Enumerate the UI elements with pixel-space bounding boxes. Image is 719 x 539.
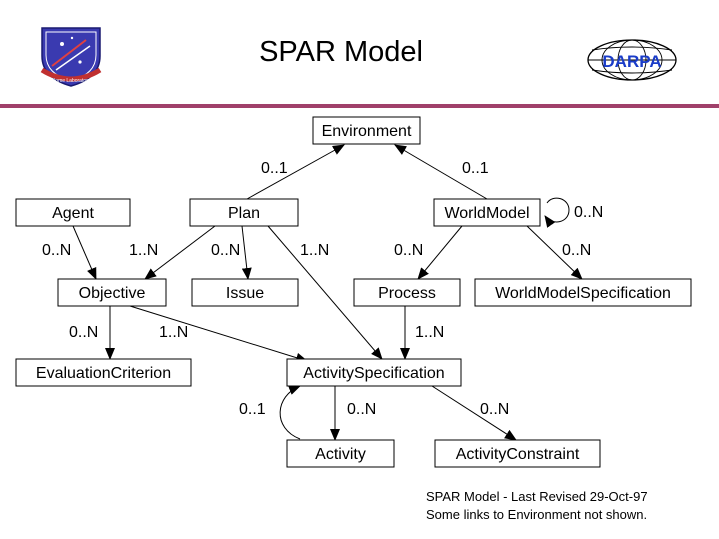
label-worldmodel-process: 0..N bbox=[394, 242, 423, 259]
edge-worldmodel-process bbox=[417, 225, 463, 280]
node-activity-label: Activity bbox=[315, 446, 366, 463]
node-plan-label: Plan bbox=[228, 205, 260, 222]
label-activity-activityspec: 0..1 bbox=[239, 401, 266, 418]
darpa-logo: DARPA bbox=[587, 39, 677, 81]
node-worldmodelspecification: WorldModelSpecification bbox=[474, 278, 692, 307]
edge-plan-environment bbox=[246, 144, 345, 200]
node-issue: Issue bbox=[191, 278, 299, 307]
label-agent-objective: 0..N bbox=[42, 242, 71, 259]
edge-agent-objective bbox=[72, 225, 97, 280]
label-plan-environment: 0..1 bbox=[261, 160, 288, 177]
label-worldmodel-worldmodelspec: 0..N bbox=[562, 242, 591, 259]
edge-objective-activityspec bbox=[129, 305, 308, 363]
node-process: Process bbox=[353, 278, 461, 307]
label-process-activityspec: 1..N bbox=[415, 324, 444, 341]
node-objective: Objective bbox=[57, 278, 167, 307]
edge-plan-issue bbox=[241, 225, 252, 280]
label-objective-activityspec: 1..N bbox=[159, 324, 188, 341]
edge-activity-activityspec bbox=[279, 385, 301, 440]
footer-line-1: SPAR Model - Last Revised 29-Oct-97 bbox=[426, 489, 648, 504]
edge-worldmodel-worldmodelspec bbox=[526, 225, 583, 280]
footer-note: SPAR Model - Last Revised 29-Oct-97 Some… bbox=[426, 488, 648, 524]
label-activityspec-activityconstraint: 0..N bbox=[480, 401, 509, 418]
node-activityconstraint-label: ActivityConstraint bbox=[456, 446, 580, 463]
node-objective-label: Objective bbox=[79, 285, 146, 302]
nodes: Environment Agent Plan WorldModel Object… bbox=[15, 116, 692, 468]
node-evaluationcriterion-label: EvaluationCriterion bbox=[36, 365, 171, 382]
label-objective-evaluation: 0..N bbox=[69, 324, 98, 341]
label-activityspec-activity: 0..N bbox=[347, 401, 376, 418]
node-plan: Plan bbox=[189, 198, 299, 227]
darpa-text: DARPA bbox=[602, 52, 661, 71]
label-plan-objective: 1..N bbox=[129, 242, 158, 259]
edge-activityspec-activityconstraint bbox=[431, 385, 517, 441]
node-issue-label: Issue bbox=[226, 285, 264, 302]
node-worldmodel: WorldModel bbox=[433, 198, 541, 227]
node-activityspecification: ActivitySpecification bbox=[286, 358, 462, 387]
label-worldmodel-self: 0..N bbox=[574, 204, 603, 221]
node-activityconstraint: ActivityConstraint bbox=[434, 439, 601, 468]
edge-labels: 0..1 0..1 0..N 0..N 1..N 0..N 1..N 0..N … bbox=[42, 160, 603, 418]
edge-worldmodel-environment bbox=[394, 144, 488, 200]
header-rule bbox=[0, 104, 719, 108]
node-evaluationcriterion: EvaluationCriterion bbox=[15, 358, 192, 387]
node-agent-label: Agent bbox=[52, 205, 94, 222]
node-activity: Activity bbox=[286, 439, 395, 468]
label-plan-issue: 0..N bbox=[211, 242, 240, 259]
label-plan-activityspec: 1..N bbox=[300, 242, 329, 259]
node-process-label: Process bbox=[378, 285, 436, 302]
node-environment-label: Environment bbox=[322, 123, 412, 140]
edge-plan-activityspec bbox=[267, 225, 383, 360]
node-environment: Environment bbox=[312, 116, 421, 145]
edges bbox=[72, 144, 583, 441]
node-activityspecification-label: ActivitySpecification bbox=[303, 365, 444, 382]
logo-left-text: Rome Laboratory bbox=[52, 78, 91, 84]
label-worldmodel-environment: 0..1 bbox=[462, 160, 489, 177]
node-agent: Agent bbox=[15, 198, 131, 227]
edge-worldmodel-self bbox=[544, 197, 570, 228]
node-worldmodelspecification-label: WorldModelSpecification bbox=[495, 285, 671, 302]
rome-laboratory-logo: Rome Laboratory bbox=[40, 27, 102, 87]
edge-plan-objective bbox=[144, 225, 216, 280]
footer-line-2: Some links to Environment not shown. bbox=[426, 507, 648, 522]
page-title: SPAR Model bbox=[259, 36, 423, 68]
node-worldmodel-label: WorldModel bbox=[444, 205, 529, 222]
